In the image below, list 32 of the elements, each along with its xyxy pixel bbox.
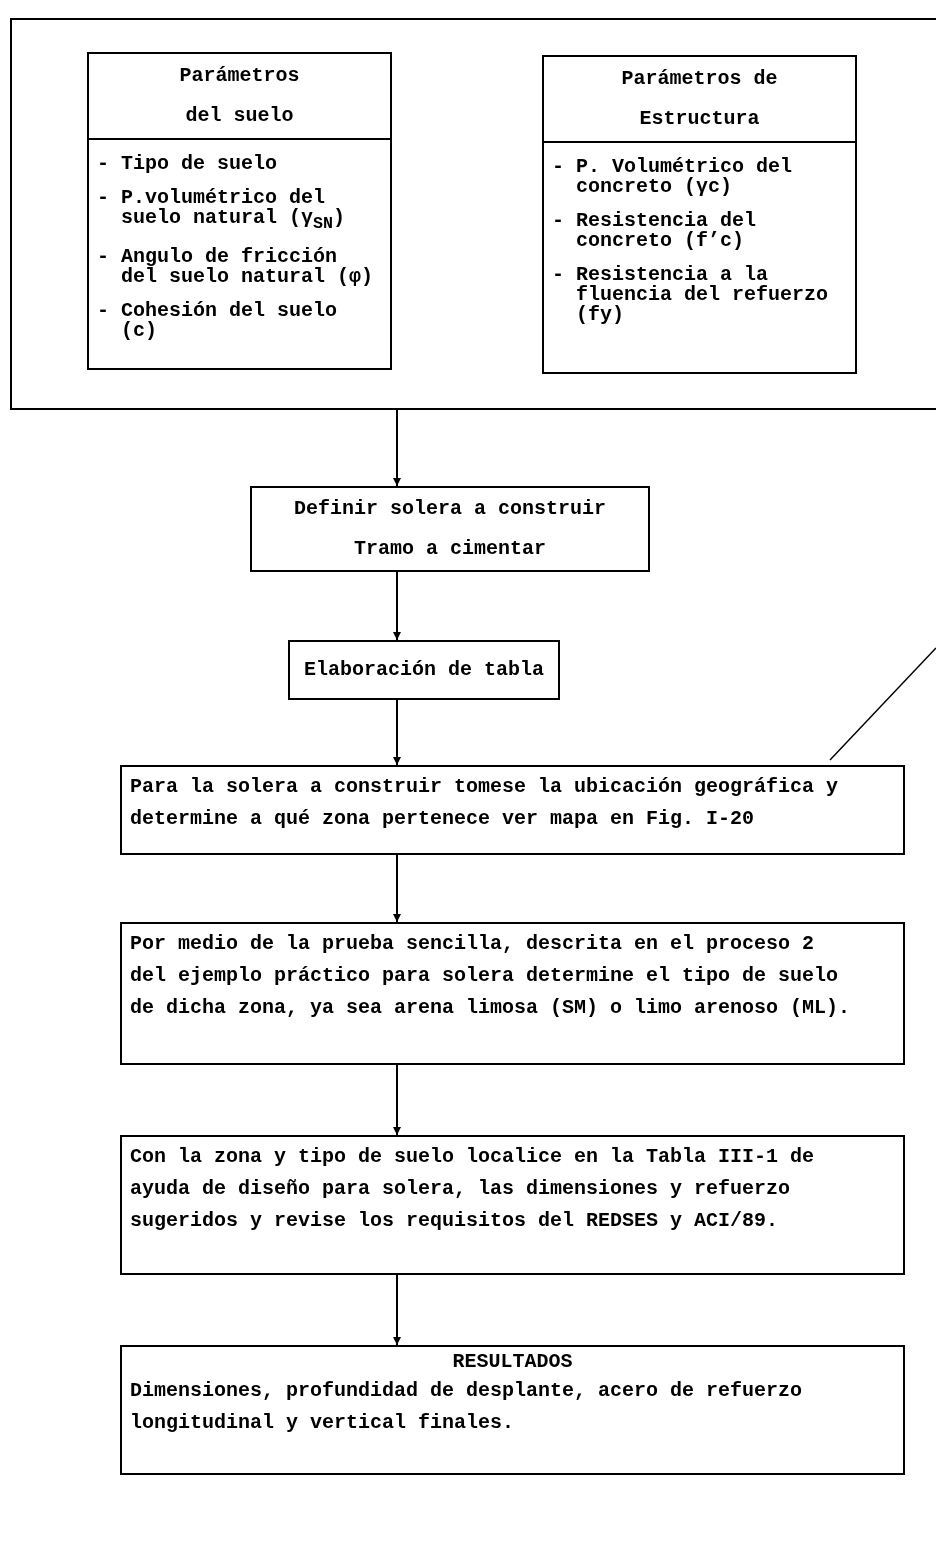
parameter-box (87, 52, 392, 370)
box-heading: RESULTADOS (451, 1349, 574, 1371)
result-box (120, 1345, 905, 1475)
arrow (393, 1274, 401, 1346)
box-text: Dimensiones, profundidad de desplante, acero de refuerzo longitudinal y vertical finales. (129, 1378, 804, 1436)
box-text: Por medio de la prueba sencilla, descrita en el proceso 2 del ejemplo práctico para solera determine el tipo de suelo de dicha zona, ya sea arena limosa (SM) o limo arenoso (ML). (129, 931, 852, 1021)
box-text: Definir solera a construir (292, 496, 608, 522)
process-box (250, 486, 650, 572)
parameter-box (542, 55, 857, 374)
list-item: - Cohesión del suelo (c) (97, 300, 339, 341)
box-text: Para la solera a construir tomese la ubicación geográfica y determine a qué zona pertenece ver mapa en Fig. I-20 (129, 774, 840, 832)
arrow (393, 1064, 401, 1136)
list-item: - Resistencia a la fluencia del refuerzo (fy) (552, 265, 830, 325)
group-frame (10, 18, 936, 410)
process-box (120, 922, 905, 1065)
list-item: - Tipo de suelo (97, 154, 279, 174)
list-item: - P.volumétrico del suelo natural (γ$_{SN}$) (97, 188, 347, 233)
process-box (120, 1135, 905, 1275)
list-item: - P. Volumétrico del concreto (γc) (552, 157, 794, 197)
arrow (393, 409, 401, 487)
box-heading: Parámetros de Estructura (544, 57, 855, 143)
box-text: Elaboración de tabla (302, 657, 545, 683)
process-box (120, 765, 905, 855)
arrow (393, 854, 401, 923)
list-item: - Angulo de fricción del suelo natural (φ) (97, 246, 375, 287)
box-text: Con la zona y tipo de suelo localice en la Tabla III-1 de ayuda de diseño para solera, las dimensiones y refuerzo sugeridos y revise los requisitos del REDSES y ACI/89. (129, 1144, 816, 1234)
box-text: Tramo a cimentar (353, 536, 547, 562)
process-box (288, 640, 560, 700)
arrow (393, 699, 401, 766)
arrow (393, 571, 401, 641)
box-heading: Parámetros del suelo (89, 54, 390, 140)
list-item: - Resistencia del concreto (f’c) (552, 211, 758, 251)
